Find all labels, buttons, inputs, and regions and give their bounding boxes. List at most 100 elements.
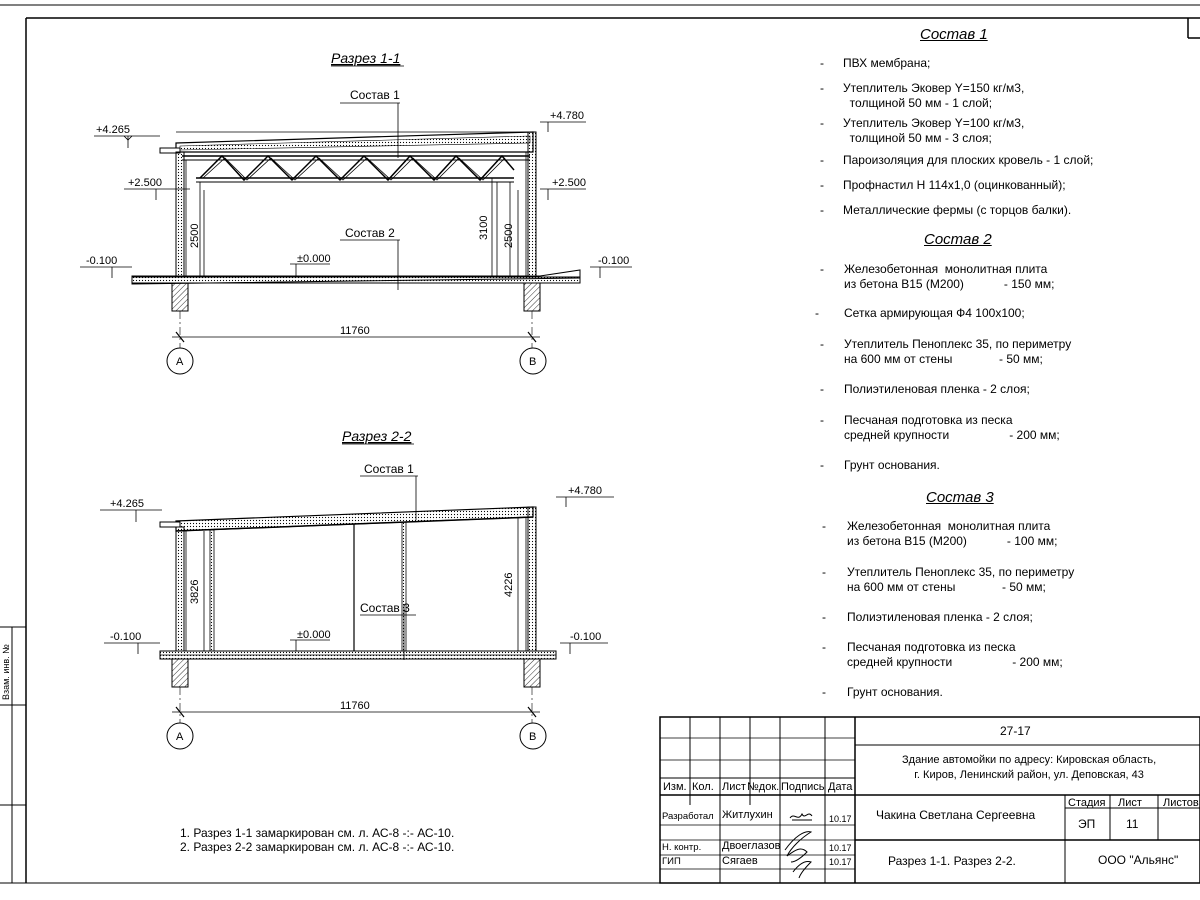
spec-sostav3-item: Грунт основания. [847,685,943,699]
tb-project: Здание автомойки по адресу: Кировская об… [902,754,1157,781]
s1-level-ground-right: -0.100 [598,255,629,267]
tb-name: Житлухин [722,809,773,821]
bullet: - [822,519,826,533]
spec-sostav1-title: Состав 1 [920,26,988,43]
tb-date: 10.17 [829,814,852,824]
section1-title: Разрез 1-1 [331,50,400,66]
spec-sostav2-item: Песчаная подготовка из песка средней кру… [844,413,1060,442]
spec-sostav1-item: ПВХ мембрана; [843,56,931,70]
s2-sostav3-label: Состав 3 [360,601,410,615]
spec-sostav2-item: Полиэтиленовая пленка - 2 слоя; [844,382,1030,396]
tb-role: Н. контр. [662,842,702,853]
tb-sheets-label: Листов [1163,797,1199,809]
tb-h-ndok: №док. [747,781,780,793]
tb-sheet-label: Лист [1118,797,1142,809]
s2-level-top-left: +4.265 [110,498,144,510]
spec-sostav1-item: Утеплитель Эковер Y=100 кг/м3, толщиной … [843,116,1025,145]
tb-company: ООО "Альянс" [1098,853,1179,867]
s1-dim-h-right: 2500 [503,224,515,248]
s1-level-top-left: +4.265 [96,124,130,136]
tb-code: 27-17 [1000,724,1031,738]
s2-level-ground-right: -0.100 [570,631,601,643]
spec-sostav3-item: Песчаная подготовка из песка средней кру… [847,640,1063,669]
s1-sostav1-label: Состав 1 [350,88,400,102]
s2-axis-b: B [529,731,536,743]
bullet: - [820,153,824,167]
s1-level-ground-left: -0.100 [86,255,117,267]
tb-sheet: 11 [1126,817,1139,831]
s1-dim-h-mid: 3100 [478,216,490,240]
spec-sostav2-item: Грунт основания. [844,458,940,472]
s2-dim-h-right: 4226 [503,573,515,597]
note-2: 2. Разрез 2-2 замаркирован см. л. АС-8 -… [180,840,455,854]
tb-name: Двоеглазов [722,840,781,852]
spec-sostav2-title: Состав 2 [924,231,992,248]
s1-level-mid-left: +2.500 [128,177,162,189]
tb-role: Разработал [662,811,714,822]
s2-level-zero: ±0.000 [297,629,331,641]
spec-sostav3-title: Состав 3 [926,489,994,506]
spec-sostav3-item: Железобетонная монолитная плита из бетон… [847,519,1058,548]
bullet: - [820,262,824,276]
tb-sheet-title: Разрез 1-1. Разрез 2-2. [888,854,1016,868]
signature-1 [789,812,813,821]
s1-dim-h-left: 2500 [189,224,201,248]
bullet: - [820,337,824,351]
section-1-1 [80,102,632,375]
bullet: - [820,382,824,396]
bullet: - [822,565,826,579]
s1-sostav2-label: Состав 2 [345,226,395,240]
tb-h-data: Дата [828,781,853,793]
tb-role: ГИП [662,856,681,867]
spec-sostav1-item: Профнастил Н 114х1,0 (оцинкованный); [843,178,1066,192]
bullet: - [820,56,824,70]
signature-2 [784,831,813,863]
section-2-2 [100,475,614,750]
s1-dim-span: 11760 [340,325,370,337]
section2-title: Разрез 2-2 [342,428,412,444]
spec-sostav3-item: Утеплитель Пеноплекс 35, по периметру на… [847,565,1075,594]
bullet: - [815,306,819,320]
side-stamp [0,626,26,883]
bullet: - [820,203,824,217]
s2-sostav1-label: Состав 1 [364,462,414,476]
title-block-grid [659,716,1200,884]
tb-name: Сягаев [722,855,758,867]
s1-axis-b: B [529,356,536,368]
tb-date: 10.17 [829,843,852,853]
spec-sostav2-item: Сетка армирующая Ф4 100х100; [844,306,1025,320]
s2-level-ground-left: -0.100 [110,631,141,643]
s2-dim-span: 11760 [340,700,370,712]
s1-level-top-right: +4.780 [550,110,584,122]
spec-sostav1-item: Пароизоляция для плоских кровель - 1 сло… [843,153,1094,167]
tb-author: Чакина Светлана Сергеевна [876,808,1036,822]
tb-h-izm: Изм. [663,781,687,793]
s2-level-top-right: +4.780 [568,485,602,497]
bullet: - [820,116,824,130]
bullet: - [820,178,824,192]
bullet: - [822,610,826,624]
tb-h-podpis: Подпись [781,781,825,793]
signature-3 [792,861,812,879]
note-1: 1. Разрез 1-1 замаркирован см. л. АС-8 -… [180,826,455,840]
bullet: - [820,81,824,95]
tb-h-list: Лист [722,781,746,793]
spec-sostav2-item: Утеплитель Пеноплекс 35, по периметру на… [844,337,1072,366]
spec-sostav1-item: Утеплитель Эковер Y=150 кг/м3, толщиной … [843,81,1025,110]
side-stamp-label: Взам. инв. № [1,644,11,700]
bullet: - [820,413,824,427]
spec-sostav1-item: Металлические фермы (с торцов балки). [843,203,1072,217]
spec-sostav2-item: Железобетонная монолитная плита из бетон… [844,262,1055,291]
bullet: - [822,685,826,699]
bullet: - [820,458,824,472]
spec-sostav3-item: Полиэтиленовая пленка - 2 слоя; [847,610,1033,624]
s1-level-mid-right: +2.500 [552,177,586,189]
tb-date: 10.17 [829,857,852,867]
s1-level-zero: ±0.000 [297,253,331,265]
s2-axis-a: A [176,731,184,743]
tb-stage: ЭП [1078,817,1096,831]
tb-h-kol: Кол. [692,781,714,793]
bullet: - [822,640,826,654]
s1-axis-a: A [176,356,184,368]
